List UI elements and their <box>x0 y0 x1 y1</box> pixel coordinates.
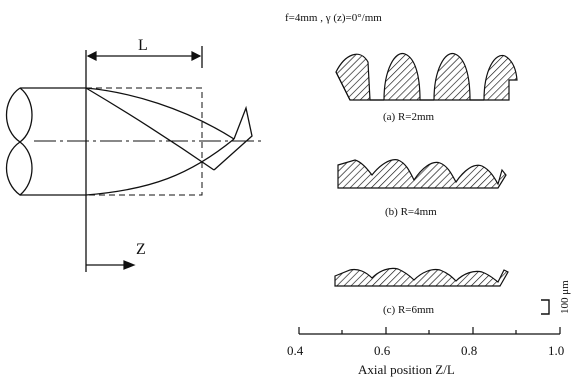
scale-bar-label: 100 μm <box>559 280 571 314</box>
axial-label: Z <box>136 241 146 258</box>
profile-a <box>335 53 518 101</box>
profile-b-label: (b) R=4mm <box>385 206 437 218</box>
axial-arrow <box>86 260 136 270</box>
tick-label: 0.6 <box>374 343 391 358</box>
length-label: L <box>138 37 148 54</box>
profile-a-label: (a) R=2mm <box>383 111 435 123</box>
tick-label: 0.4 <box>287 343 304 358</box>
tick-label: 1.0 <box>548 343 564 358</box>
condition-label: f=4mm , γ (z)=0°/mm <box>285 12 382 24</box>
profile-c <box>334 267 509 287</box>
tool-sketch <box>6 46 264 272</box>
scale-bar <box>541 299 550 315</box>
length-dimension <box>86 51 202 61</box>
profile-c-label: (c) R=6mm <box>383 304 435 316</box>
tick-label: 0.8 <box>461 343 477 358</box>
axis-title: Axial position Z/L <box>358 362 455 377</box>
x-axis <box>298 327 561 335</box>
profile-b <box>337 159 507 189</box>
